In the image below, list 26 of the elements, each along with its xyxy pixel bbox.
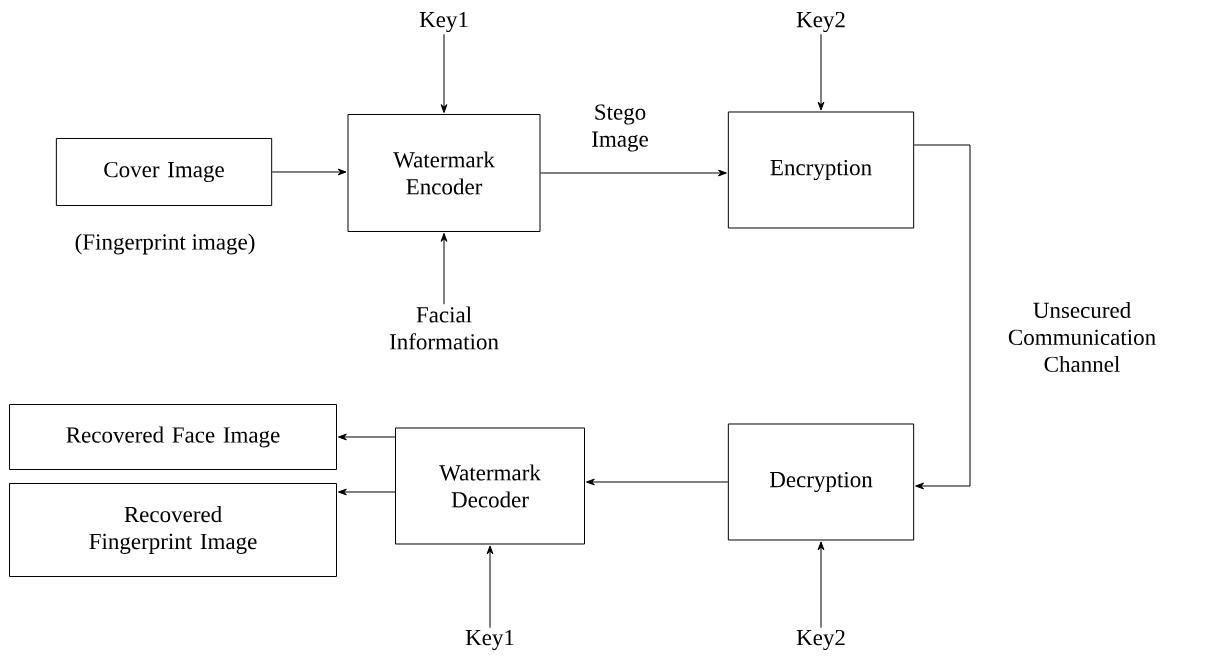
input-label: Facial Information (389, 306, 499, 350)
key-label: Key2 (796, 11, 845, 33)
process-box: Cover Image (55, 138, 273, 206)
caption-text: (Fingerprint image) (75, 233, 255, 255)
key-label: Key2 (796, 629, 845, 651)
process-box: Decryption (727, 423, 915, 541)
edge-label: Stego Image (574, 103, 666, 153)
arrow (817, 33, 825, 111)
process-box: Watermark Decoder (395, 427, 585, 545)
process-box: Watermark Encoder (347, 114, 541, 232)
key-label: Key1 (465, 629, 514, 651)
arrow (486, 545, 494, 629)
arrow (271, 168, 347, 176)
arrow (913, 144, 971, 490)
process-box: Encryption (727, 111, 915, 229)
output-box: Recovered Face Image (9, 404, 337, 470)
arrow (540, 169, 727, 177)
edge-label: Unsecured Communication Channel (991, 300, 1173, 374)
output-box: Recovered Fingerprint Image (9, 483, 337, 577)
key-label: Key1 (419, 11, 468, 33)
arrow (440, 33, 448, 114)
arrow (337, 433, 396, 441)
arrow (585, 478, 729, 486)
arrow (817, 541, 825, 629)
arrow (440, 232, 448, 305)
arrow (337, 488, 396, 496)
